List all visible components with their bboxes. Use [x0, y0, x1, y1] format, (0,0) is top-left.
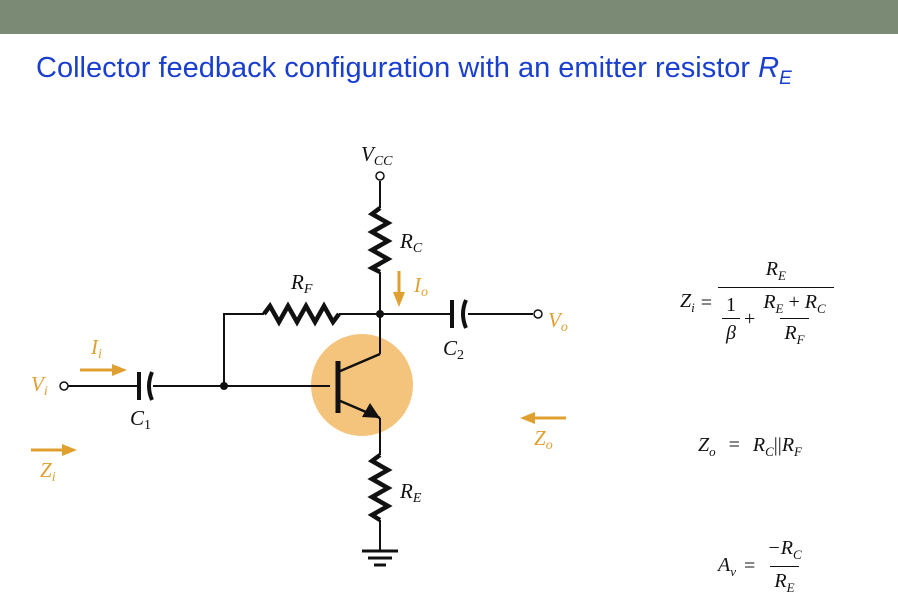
arrow-io-head	[393, 292, 405, 307]
label-c1: C1	[130, 406, 151, 433]
label-vcc: VCC	[361, 142, 393, 169]
label-zo: Zo	[534, 426, 553, 453]
zi-lhs: Zi	[680, 290, 695, 315]
wires	[68, 181, 533, 567]
label-vi: Vi	[31, 372, 48, 399]
equation-zo: Zo = RC||RF	[698, 434, 802, 459]
annotation-arrows	[31, 271, 566, 456]
arrow-zo-head	[520, 412, 535, 424]
junction-collector	[376, 310, 384, 318]
zi-den-plus: +	[744, 308, 756, 330]
label-io: Io	[413, 273, 428, 300]
label-ii: Ii	[90, 335, 102, 362]
av-fraction: −RC RE	[767, 537, 802, 595]
resistor-rf	[262, 301, 341, 327]
terminal-vi	[59, 381, 69, 391]
junction-base	[220, 382, 228, 390]
zi-numerator: RE	[765, 258, 786, 283]
zi-equals: =	[700, 291, 713, 314]
capacitor-c1-plate-b	[147, 371, 154, 401]
wire-rf-left	[223, 313, 264, 386]
zi-fraction: RE 1 β + RE + RC RF	[718, 258, 834, 348]
slide-title: Collector feedback configuration with an…	[36, 52, 792, 89]
label-vo: Vo	[548, 308, 568, 335]
label-rf: RF	[290, 270, 313, 297]
transistor-collector-lead	[337, 352, 381, 374]
title-symbol: R	[758, 52, 780, 84]
zi-denominator: 1 β + RE + RC RF	[718, 287, 834, 348]
capacitor-c2-plate-b	[461, 299, 468, 329]
equation-zi: Zi = RE 1 β + RE + RC RF	[680, 258, 834, 348]
label-c2: C2	[443, 336, 464, 363]
top-bar	[0, 0, 898, 34]
resistor-rc	[367, 206, 393, 275]
title-symbol-sub: E	[779, 68, 792, 89]
terminal-vo	[533, 309, 543, 319]
terminal-vcc	[375, 171, 385, 181]
label-re: RE	[399, 479, 422, 506]
arrow-ii-head	[112, 364, 127, 376]
zi-den-fraction: RE + RC RF	[763, 291, 826, 347]
label-zi: Zi	[40, 458, 56, 485]
emitter-arrow	[362, 403, 380, 418]
resistor-re	[367, 453, 393, 522]
arrow-zi-head	[62, 444, 77, 456]
label-rc: RC	[399, 229, 423, 256]
equation-av: Av = −RC RE	[718, 537, 806, 596]
zi-den-one-over-beta: 1 β	[722, 294, 741, 345]
